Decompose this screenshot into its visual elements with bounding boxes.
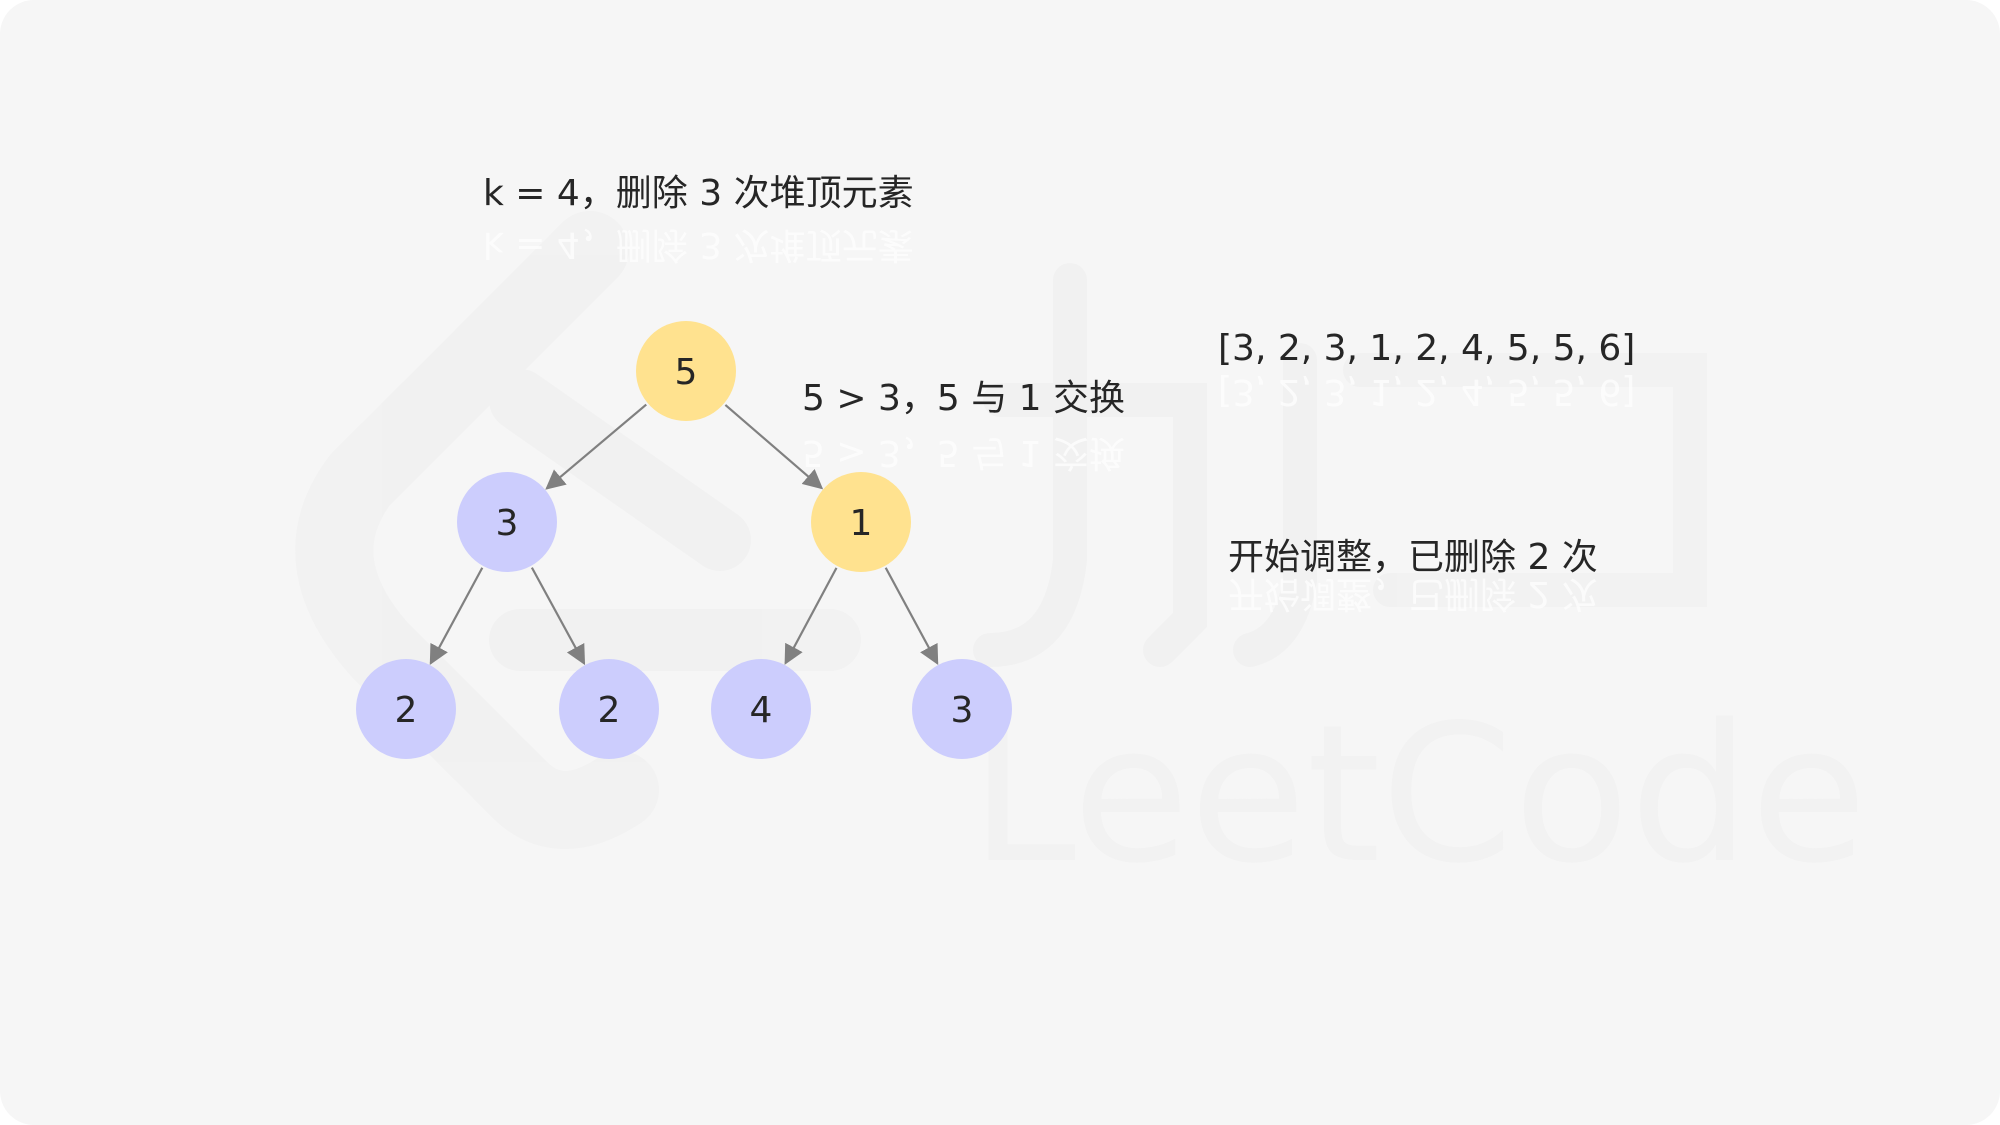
edge-right-to-right-right: [884, 567, 939, 665]
node-circle: [811, 472, 911, 572]
node-circle: [457, 472, 557, 572]
tree-nodes: 5 3 1 2 2 4 3: [356, 321, 1012, 759]
node-circle: [356, 659, 456, 759]
edge-root-to-right: [724, 404, 824, 490]
array-caption-reflection: [3, 2, 3, 1, 2, 4, 5, 5, 6]: [1218, 371, 1635, 412]
leetcode-watermark: LeetCode: [295, 211, 1867, 905]
node-value: 5: [675, 352, 698, 393]
node-circle: [711, 659, 811, 759]
title-caption-reflection: k = 4，删除 3 次堆顶元素: [483, 224, 914, 265]
array-caption: [3, 2, 3, 1, 2, 4, 5, 5, 6]: [1218, 328, 1635, 369]
node-value: 2: [598, 690, 621, 731]
node-value: 3: [496, 503, 519, 544]
edge-root-to-left: [545, 403, 647, 490]
tree-node-right-right: 3: [912, 659, 1012, 759]
tree-edges: [429, 403, 939, 666]
tree-node-right-left: 4: [711, 659, 811, 759]
tree-node-right: 1: [811, 472, 911, 572]
edge-right-to-right-left: [784, 567, 838, 665]
tree-node-left-right: 2: [559, 659, 659, 759]
watermark-text: LeetCode: [970, 684, 1867, 905]
swap-caption: 5 > 3，5 与 1 交换: [802, 378, 1125, 419]
node-value: 3: [951, 690, 974, 731]
swap-caption-reflection: 5 > 3，5 与 1 交换: [802, 432, 1125, 473]
node-circle: [912, 659, 1012, 759]
node-value: 2: [395, 690, 418, 731]
edge-left-to-left-left: [429, 567, 484, 665]
node-circle: [559, 659, 659, 759]
node-value: 1: [850, 503, 873, 544]
title-caption: k = 4，删除 3 次堆顶元素: [483, 173, 914, 214]
tree-node-left: 3: [457, 472, 557, 572]
status-caption: 开始调整，已删除 2 次: [1228, 537, 1598, 578]
tree-node-root: 5: [636, 321, 736, 421]
node-circle: [636, 321, 736, 421]
edge-left-to-left-right: [530, 567, 586, 666]
chinese-mark-watermark: [973, 263, 1707, 667]
tree-node-left-left: 2: [356, 659, 456, 759]
node-value: 4: [750, 690, 773, 731]
status-caption-reflection: 开始调整，已删除 2 次: [1228, 573, 1598, 614]
